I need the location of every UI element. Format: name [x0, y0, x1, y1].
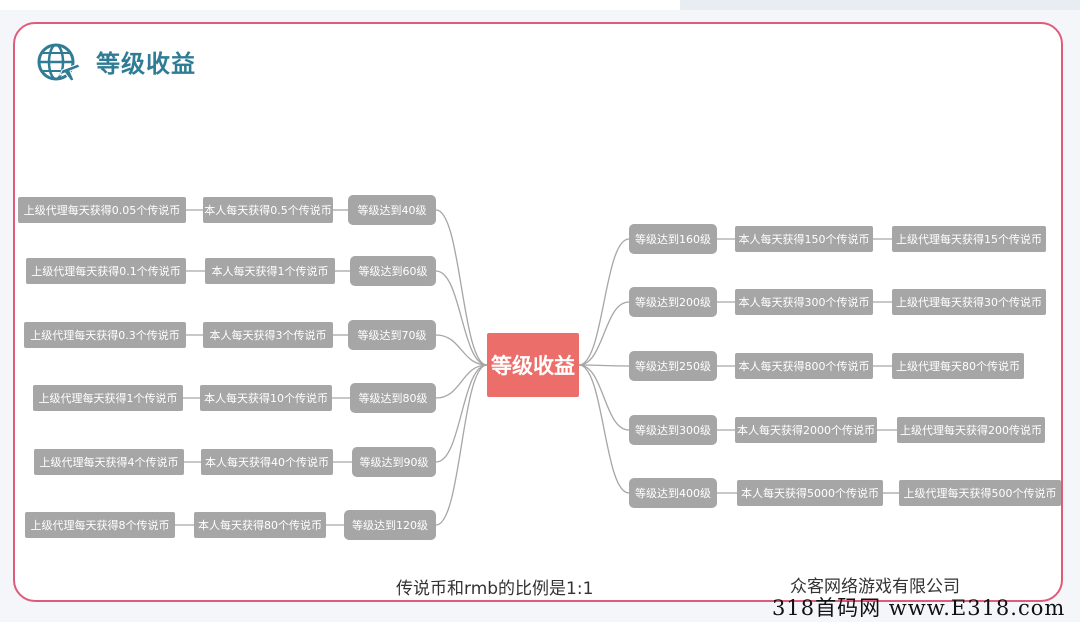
upline-reward-node: 上级代理每天获得4个传说币: [34, 449, 184, 475]
level-node: 等级达到400级: [629, 478, 717, 508]
top-strip: [0, 0, 1080, 10]
self-reward-node: 本人每天获得1个传说币: [205, 258, 335, 284]
upline-reward-node: 上级代理每天获得8个传说币: [25, 512, 175, 538]
self-reward-node: 本人每天获得150个传说币: [735, 226, 873, 252]
site-watermark: 318首码网 www.E318.com: [772, 596, 1066, 620]
upline-reward-node: 上级代理每天获得0.1个传说币: [26, 258, 186, 284]
self-reward-node: 本人每天获得5000个传说币: [737, 480, 883, 506]
level-node: 等级达到90级: [352, 447, 436, 477]
branch-curve: [578, 364, 630, 494]
branch-curve: [435, 209, 488, 366]
self-reward-node: 本人每天获得300个传说币: [735, 289, 873, 315]
level-node: 等级达到300级: [629, 415, 717, 445]
center-node: 等级收益: [487, 333, 579, 397]
upline-reward-node: 上级代理每天获得0.3个传说币: [24, 322, 186, 348]
level-node: 等级达到70级: [348, 320, 436, 350]
slide-frame: [13, 22, 1063, 602]
self-reward-node: 本人每天获得2000个传说币: [735, 417, 877, 443]
upline-reward-node: 上级代理每天获得200传说币: [897, 417, 1045, 443]
top-strip-accent: [680, 0, 1080, 10]
ratio-note: 传说币和rmb的比例是1:1: [396, 579, 594, 599]
upline-reward-node: 上级代理每天获得1个传说币: [33, 385, 183, 411]
self-reward-node: 本人每天获得800个传说币: [735, 353, 873, 379]
upline-reward-node: 上级代理每天获得0.05个传说币: [18, 197, 186, 223]
level-node: 等级达到40级: [348, 195, 436, 225]
page-title: 等级收益: [96, 50, 196, 78]
branch-curve: [435, 334, 488, 366]
upline-reward-node: 上级代理每天获得30个传说币: [892, 289, 1046, 315]
upline-reward-node: 上级代理每天80个传说币: [892, 353, 1024, 379]
branch-curve: [435, 270, 488, 366]
self-reward-node: 本人每天获得0.5个传说币: [203, 197, 333, 223]
self-reward-node: 本人每天获得40个传说币: [201, 449, 333, 475]
self-reward-node: 本人每天获得10个传说币: [200, 385, 332, 411]
level-node: 等级达到60级: [350, 256, 436, 286]
branch-curve: [578, 364, 630, 431]
branch-curve: [578, 364, 630, 367]
level-node: 等级达到200级: [629, 287, 717, 317]
level-node: 等级达到250级: [629, 351, 717, 381]
upline-reward-node: 上级代理每天获得500个传说币: [899, 480, 1061, 506]
branch-curve: [578, 301, 630, 366]
level-node: 等级达到160级: [629, 224, 717, 254]
company-name: 众客网络游戏有限公司: [790, 577, 960, 597]
level-node: 等级达到80级: [350, 383, 436, 413]
branch-curve: [578, 238, 630, 366]
self-reward-node: 本人每天获得3个传说币: [203, 322, 333, 348]
level-node: 等级达到120级: [344, 510, 436, 540]
branch-curve: [435, 364, 488, 526]
upline-reward-node: 上级代理每天获得15个传说币: [892, 226, 1046, 252]
branch-curve: [435, 364, 488, 463]
branch-curve: [435, 364, 488, 399]
globe-plane-icon: [37, 43, 80, 82]
self-reward-node: 本人每天获得80个传说币: [194, 512, 326, 538]
